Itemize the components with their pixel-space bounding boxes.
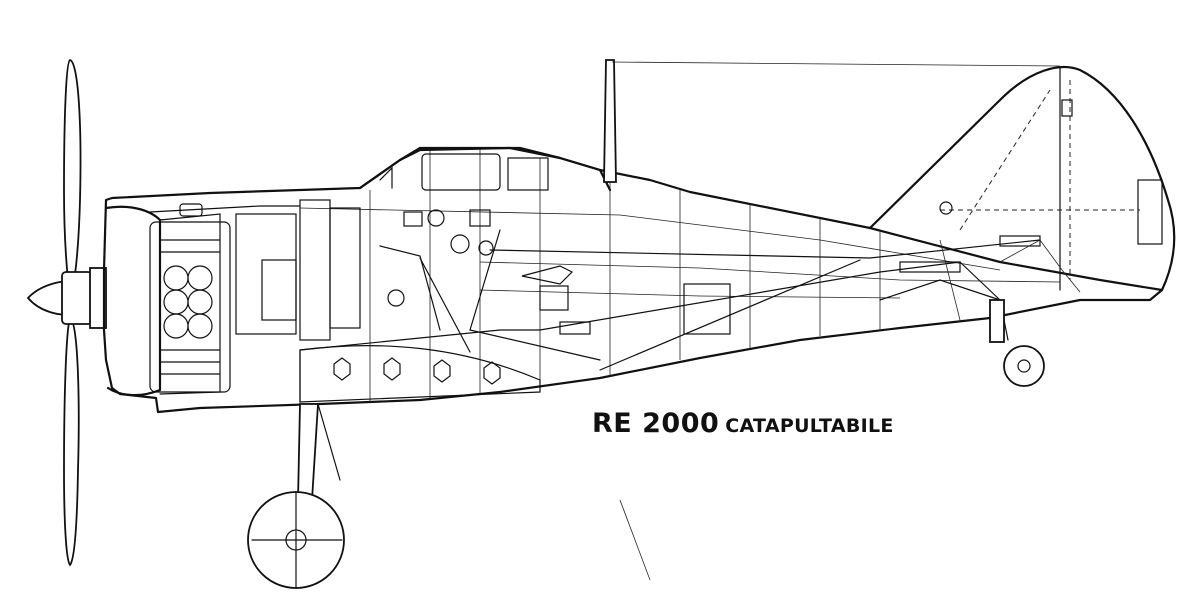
wing-root-hex-panels: [299, 345, 541, 403]
radial-engine: [149, 199, 361, 393]
propeller: [26, 59, 107, 567]
antenna: [603, 59, 1061, 183]
hub-flange: [89, 267, 107, 329]
rear-fuselage-details: [619, 239, 1081, 581]
canopy: [358, 146, 612, 192]
caption-variant: CATAPULTABILE: [725, 415, 894, 437]
main-landing-gear: [247, 403, 345, 589]
cockpit-equipment: [379, 209, 731, 361]
tail-wheel: [959, 261, 1045, 387]
control-rods: [489, 235, 1041, 371]
fuselage: [102, 146, 1164, 414]
caption-model: RE 2000: [592, 408, 720, 439]
tail-fin: [868, 66, 1176, 292]
propeller-hub: [61, 271, 93, 325]
